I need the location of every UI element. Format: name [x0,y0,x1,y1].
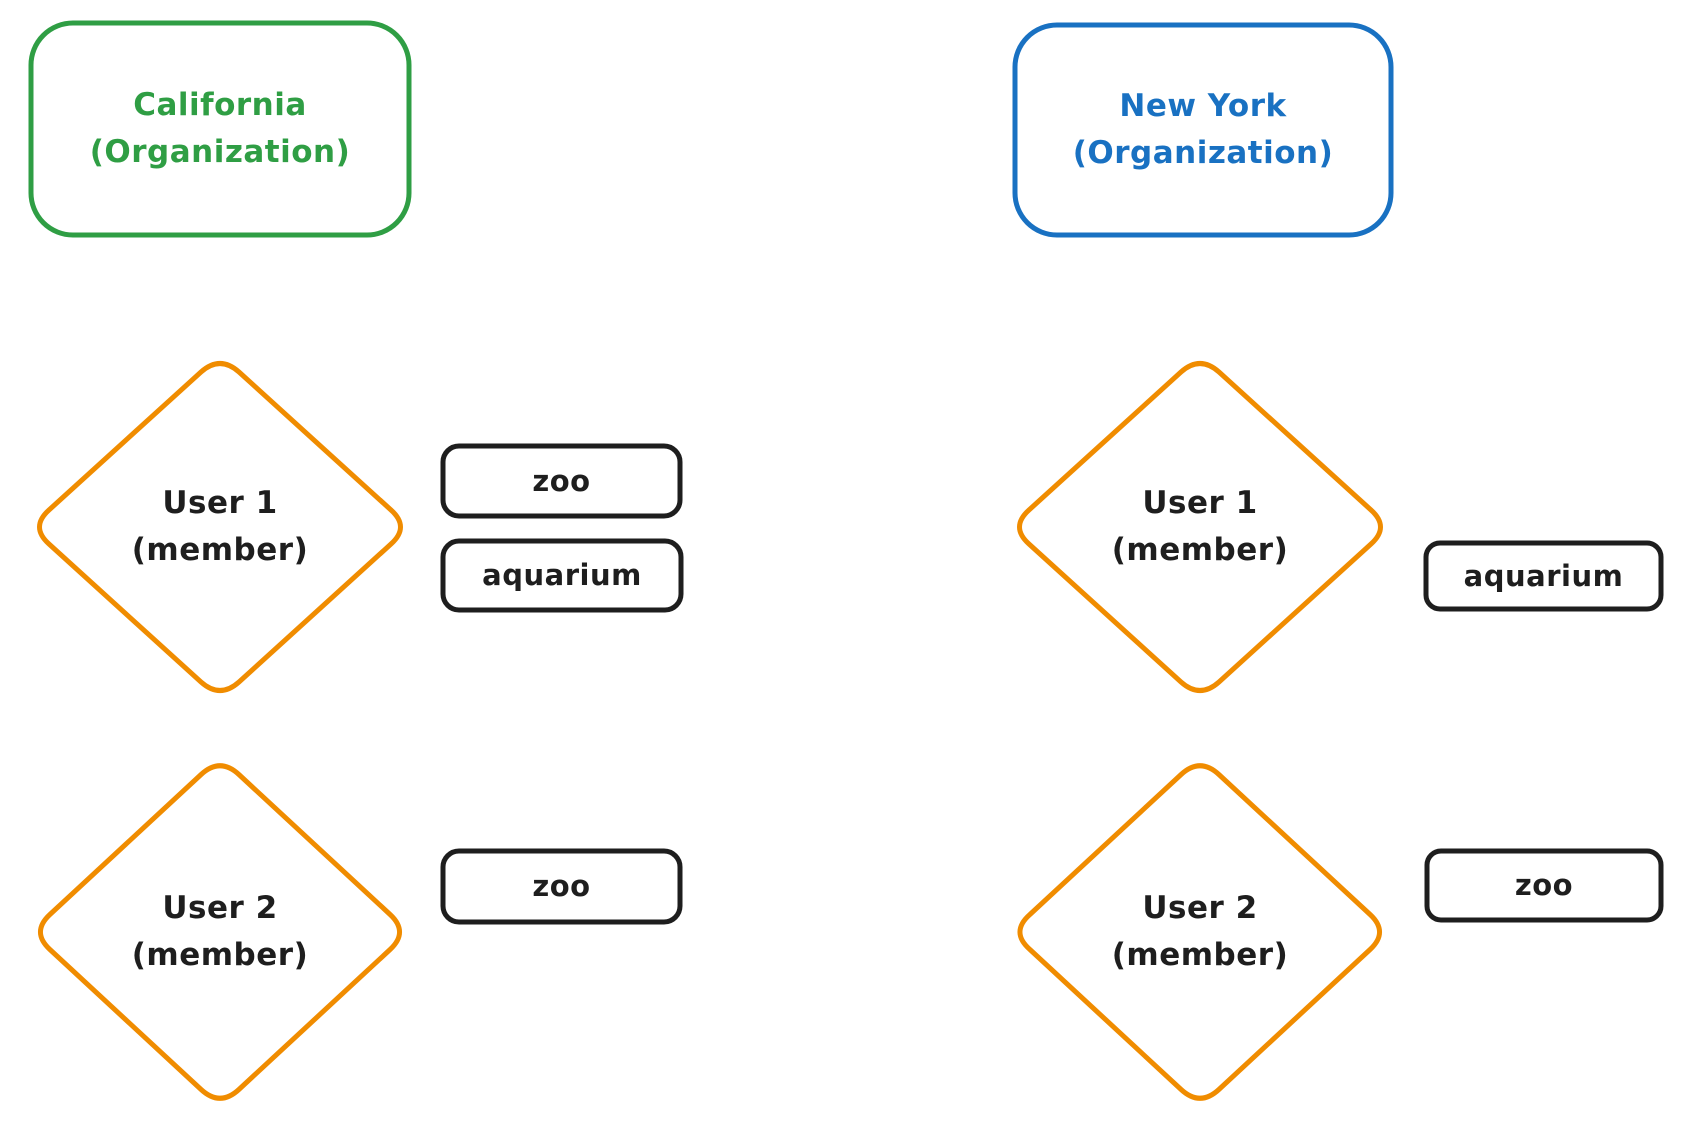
left-user2-diamond [37,763,403,1101]
left-user1-diamond [37,361,403,693]
left-user1-tag-aquarium-box [440,538,684,613]
right-user1-diamond [1017,361,1383,693]
left-user1-tag-zoo-box [440,443,683,519]
org-california-box [28,20,412,238]
right-user2-tag-zoo-box [1424,848,1664,923]
left-user2-tag-zoo-box [440,848,683,925]
right-user2-diamond [1017,763,1383,1101]
right-user1-tag-aquarium-box [1423,540,1664,612]
org-newyork-box [1012,22,1394,238]
